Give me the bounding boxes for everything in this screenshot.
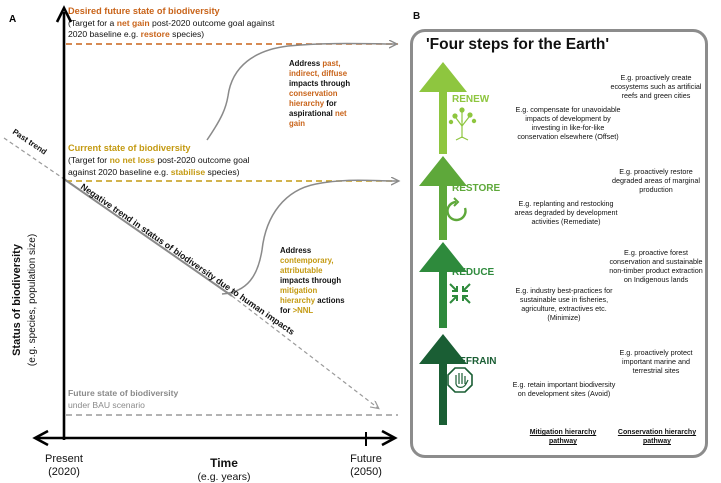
refrain-arrow — [419, 334, 467, 425]
step-restore-label: RESTORE — [452, 183, 501, 194]
y-axis-title: Status of biodiversity — [11, 243, 23, 356]
x-axis-title: Time — [210, 456, 238, 470]
stop-hand-icon — [447, 367, 473, 393]
future-year: (2050) — [350, 466, 382, 478]
current-state-subtitle-2: against 2020 baseline e.g. stabilise spe… — [68, 167, 240, 177]
step-refrain-label: REFRAIN — [452, 356, 497, 367]
four-steps-frame — [410, 29, 708, 458]
future-label: Future — [350, 453, 382, 465]
present-year: (2020) — [48, 466, 80, 478]
x-axis-left-arrowhead — [32, 429, 49, 447]
address-mitigation-text: Address contemporary, attributable impac… — [280, 246, 347, 315]
steps-arrows — [419, 62, 477, 425]
restore-mitigation-text: E.g. replanting and restocking areas deg… — [514, 199, 618, 226]
reduce-mitigation-text: E.g. industry best-practices for sustain… — [515, 286, 613, 322]
tree-icon — [448, 107, 477, 141]
x-axis-right-arrowhead — [381, 429, 398, 447]
refrain-mitigation-text: E.g. retain important biodiversity on de… — [512, 380, 616, 398]
desired-state-title: Desired future state of biodiversity — [68, 6, 221, 16]
renew-arrow — [419, 62, 467, 154]
reduce-conservation-text: E.g. proactive forest conservation and s… — [609, 248, 703, 284]
bau-label-1: Future state of biodiversity — [68, 388, 179, 398]
negative-trend-label: Negative trend in status of biodiversity… — [79, 181, 297, 337]
panel-a-label: A — [9, 14, 16, 25]
x-axis-subtitle: (e.g. years) — [197, 471, 250, 483]
reduce-arrow — [419, 242, 467, 328]
restore-conservation-text: E.g. proactively restore degraded areas … — [612, 167, 700, 194]
past-trend-line — [3, 137, 65, 180]
step-reduce-label: REDUCE — [452, 267, 495, 278]
desired-state-subtitle-2: 2020 baseline e.g. restore species) — [68, 29, 204, 39]
past-trend-label: Past trend — [11, 127, 49, 156]
current-state-title: Current state of biodiversity — [68, 143, 191, 153]
panel-b-label: B — [413, 11, 421, 22]
renew-conservation-text: E.g. proactively create ecosystems such … — [610, 73, 702, 100]
step-renew-label: RENEW — [452, 94, 490, 105]
panel-a-diagram: A Desired future state of biodiversity (… — [3, 5, 405, 483]
y-axis-subtitle: (e.g. species, population size) — [27, 234, 38, 366]
circular-arrow-icon — [446, 197, 467, 222]
four-steps-title: 'Four steps for the Earth' — [426, 36, 610, 53]
curved-arrow-top — [206, 44, 396, 141]
y-axis-arrowhead — [55, 5, 73, 23]
shrink-arrows-icon — [449, 283, 471, 304]
desired-state-subtitle-1: (Target for a net gain post-2020 outcome… — [68, 18, 275, 28]
negative-trend-projection — [231, 295, 378, 408]
renew-mitigation-text: E.g. compensate for unavoidable impacts … — [515, 105, 621, 141]
negative-trend-line — [63, 178, 233, 297]
restore-arrow — [419, 156, 467, 240]
curved-arrow-bottom — [221, 180, 398, 295]
current-state-subtitle-1: (Target for no net loss post-2020 outcom… — [68, 155, 250, 165]
address-conservation-text: Address past, indirect, diffuse impacts … — [289, 59, 352, 128]
refrain-conservation-text: E.g. proactively protect important marin… — [619, 348, 693, 375]
bau-label-2: under BAU scenario — [68, 400, 145, 410]
present-label: Present — [45, 453, 83, 465]
